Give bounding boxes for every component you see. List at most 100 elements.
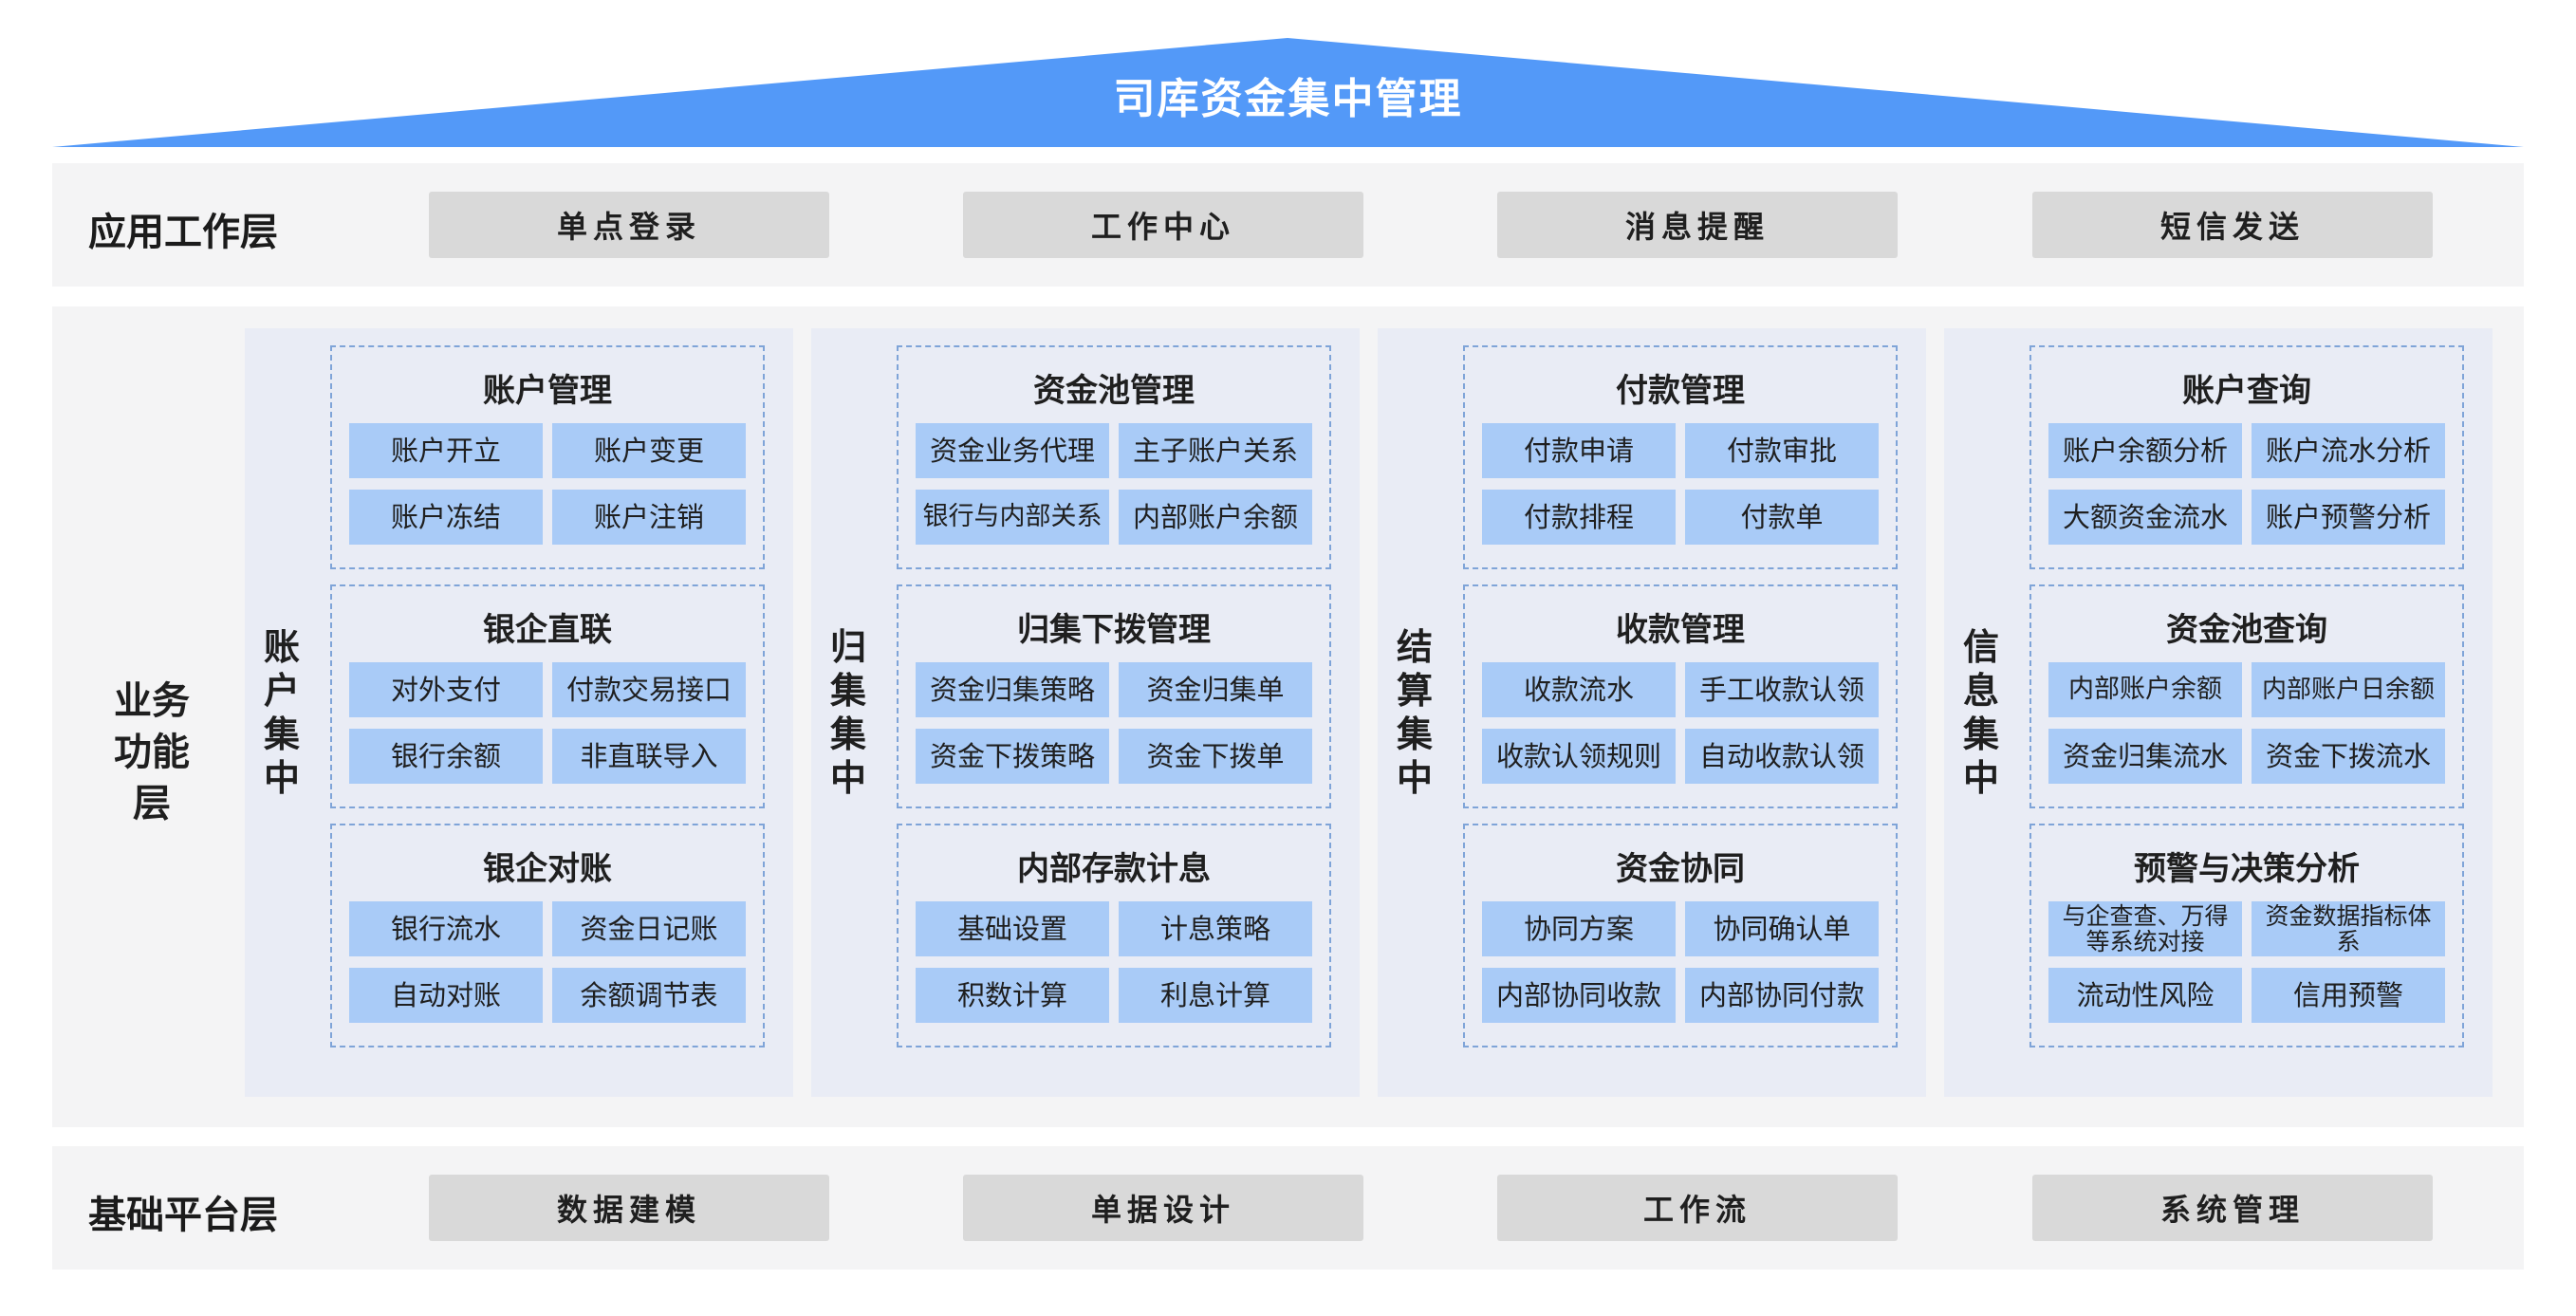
item-accumulation-calc[interactable]: 积数计算 — [916, 968, 1109, 1023]
group-title: 收款管理 — [1616, 611, 1745, 649]
group-account-query: 账户查询 账户余额分析 账户流水分析 大额资金流水 账户预警分析 — [2029, 345, 2464, 569]
group-collection-allocation: 归集下拨管理 资金归集策略 资金归集单 资金下拨策略 资金下拨单 — [897, 584, 1331, 808]
group-title: 内部存款计息 — [1017, 850, 1211, 888]
group-cash-pool: 资金池管理 资金业务代理 主子账户关系 银行与内部关系 内部账户余额 — [897, 345, 1331, 569]
item-coordination-plan[interactable]: 协同方案 — [1482, 901, 1676, 956]
column-label-text: 账户集中 — [264, 626, 301, 799]
column-label: 账户集中 — [258, 328, 306, 1097]
item-payment-schedule[interactable]: 付款排程 — [1482, 490, 1676, 545]
item-receipt-claim-rules[interactable]: 收款认领规则 — [1482, 729, 1676, 784]
base-button-system-admin[interactable]: 系统管理 — [2032, 1175, 2433, 1241]
item-credit-warning[interactable]: 信用预警 — [2252, 968, 2445, 1023]
item-basic-settings[interactable]: 基础设置 — [916, 901, 1109, 956]
item-master-sub-account[interactable]: 主子账户关系 — [1119, 423, 1312, 478]
item-fund-indicator-system[interactable]: 资金数据指标体系 — [2252, 901, 2445, 956]
group-internal-deposit-interest: 内部存款计息 基础设置 计息策略 积数计算 利息计算 — [897, 824, 1331, 1047]
item-internal-coord-payment[interactable]: 内部协同付款 — [1685, 968, 1879, 1023]
group-title: 预警与决策分析 — [2134, 850, 2360, 888]
column-label-text: 结算集中 — [1397, 626, 1434, 799]
item-allocation-flow[interactable]: 资金下拨流水 — [2252, 729, 2445, 784]
item-account-close[interactable]: 账户注销 — [552, 490, 746, 545]
item-account-open[interactable]: 账户开立 — [349, 423, 543, 478]
group-title: 资金池查询 — [2166, 611, 2327, 649]
item-allocation-order[interactable]: 资金下拨单 — [1119, 729, 1312, 784]
item-payment-request[interactable]: 付款申请 — [1482, 423, 1676, 478]
item-receipt-flow[interactable]: 收款流水 — [1482, 662, 1676, 717]
app-button-sms[interactable]: 短信发送 — [2032, 192, 2433, 258]
group-cash-pool-query: 资金池查询 内部账户余额 内部账户日余额 资金归集流水 资金下拨流水 — [2029, 584, 2464, 808]
biz-layer-label-text: 业务功能层 — [114, 679, 190, 825]
app-button-message-alert[interactable]: 消息提醒 — [1497, 192, 1898, 258]
base-layer: 基础平台层 数据建模 单据设计 工作流 系统管理 — [52, 1146, 2524, 1270]
item-non-direct-import[interactable]: 非直联导入 — [552, 729, 746, 784]
roof-shape — [52, 38, 2524, 147]
app-button-sso[interactable]: 单点登录 — [429, 192, 829, 258]
item-bank-balance[interactable]: 银行余额 — [349, 729, 543, 784]
column-information: 信息集中 账户查询 账户余额分析 账户流水分析 大额资金流水 账户预警分析 资金… — [1944, 328, 2493, 1097]
item-payment-order[interactable]: 付款单 — [1685, 490, 1879, 545]
item-interest-strategy[interactable]: 计息策略 — [1119, 901, 1312, 956]
group-payment-management: 付款管理 付款申请 付款审批 付款排程 付款单 — [1463, 345, 1898, 569]
item-bank-statement[interactable]: 银行流水 — [349, 901, 543, 956]
group-title: 归集下拨管理 — [1017, 611, 1211, 649]
item-internal-coord-receipt[interactable]: 内部协同收款 — [1482, 968, 1676, 1023]
item-bank-internal-relation[interactable]: 银行与内部关系 — [916, 490, 1109, 545]
group-fund-coordination: 资金协同 协同方案 协同确认单 内部协同收款 内部协同付款 — [1463, 824, 1898, 1047]
item-auto-receipt-claim[interactable]: 自动收款认领 — [1685, 729, 1879, 784]
base-layer-label: 基础平台层 — [88, 1194, 278, 1237]
group-title: 银企对账 — [483, 850, 612, 888]
item-account-warning-analysis[interactable]: 账户预警分析 — [2252, 490, 2445, 545]
biz-layer-label: 业务功能层 — [85, 676, 218, 829]
group-bank-reconciliation: 银企对账 银行流水 资金日记账 自动对账 余额调节表 — [330, 824, 765, 1047]
item-coordination-confirm[interactable]: 协同确认单 — [1685, 901, 1879, 956]
item-fund-agency[interactable]: 资金业务代理 — [916, 423, 1109, 478]
app-layer-label: 应用工作层 — [88, 211, 278, 254]
item-account-balance-analysis[interactable]: 账户余额分析 — [2048, 423, 2242, 478]
column-account: 账户集中 账户管理 账户开立 账户变更 账户冻结 账户注销 银企直联 对外支付 … — [245, 328, 793, 1097]
item-collection-flow[interactable]: 资金归集流水 — [2048, 729, 2242, 784]
item-payment-approval[interactable]: 付款审批 — [1685, 423, 1879, 478]
item-payment-interface[interactable]: 付款交易接口 — [552, 662, 746, 717]
item-collection-strategy[interactable]: 资金归集策略 — [916, 662, 1109, 717]
column-label: 结算集中 — [1391, 328, 1438, 1097]
item-internal-daily-balance[interactable]: 内部账户日余额 — [2252, 662, 2445, 717]
item-account-change[interactable]: 账户变更 — [552, 423, 746, 478]
group-title: 资金池管理 — [1033, 372, 1195, 410]
item-external-system-integration[interactable]: 与企查查、万得等系统对接 — [2048, 901, 2242, 956]
item-internal-account-balance[interactable]: 内部账户余额 — [1119, 490, 1312, 545]
item-large-fund-flow[interactable]: 大额资金流水 — [2048, 490, 2242, 545]
group-title: 银企直联 — [483, 611, 612, 649]
group-title: 账户查询 — [2182, 372, 2311, 410]
roof-banner: 司库资金集中管理 — [52, 38, 2524, 147]
group-title: 付款管理 — [1616, 372, 1745, 410]
column-label-text: 归集集中 — [830, 626, 867, 799]
item-cash-journal[interactable]: 资金日记账 — [552, 901, 746, 956]
roof-title: 司库资金集中管理 — [1113, 75, 1463, 123]
item-manual-receipt-claim[interactable]: 手工收款认领 — [1685, 662, 1879, 717]
base-button-form-design[interactable]: 单据设计 — [963, 1175, 1363, 1241]
group-account-management: 账户管理 账户开立 账户变更 账户冻结 账户注销 — [330, 345, 765, 569]
item-interest-calc[interactable]: 利息计算 — [1119, 968, 1312, 1023]
group-title: 资金协同 — [1616, 850, 1745, 888]
column-collection: 归集集中 资金池管理 资金业务代理 主子账户关系 银行与内部关系 内部账户余额 … — [811, 328, 1360, 1097]
item-account-flow-analysis[interactable]: 账户流水分析 — [2252, 423, 2445, 478]
app-button-work-center[interactable]: 工作中心 — [963, 192, 1363, 258]
app-layer: 应用工作层 单点登录 工作中心 消息提醒 短信发送 — [52, 163, 2524, 287]
base-button-data-modeling[interactable]: 数据建模 — [429, 1175, 829, 1241]
item-liquidity-risk[interactable]: 流动性风险 — [2048, 968, 2242, 1023]
item-allocation-strategy[interactable]: 资金下拨策略 — [916, 729, 1109, 784]
column-label: 归集集中 — [825, 328, 872, 1097]
base-button-workflow[interactable]: 工作流 — [1497, 1175, 1898, 1241]
item-external-payment[interactable]: 对外支付 — [349, 662, 543, 717]
column-settlement: 结算集中 付款管理 付款申请 付款审批 付款排程 付款单 收款管理 收款流水 手… — [1378, 328, 1926, 1097]
group-receipt-management: 收款管理 收款流水 手工收款认领 收款认领规则 自动收款认领 — [1463, 584, 1898, 808]
item-account-freeze[interactable]: 账户冻结 — [349, 490, 543, 545]
item-balance-adjustment[interactable]: 余额调节表 — [552, 968, 746, 1023]
item-internal-balance[interactable]: 内部账户余额 — [2048, 662, 2242, 717]
group-title: 账户管理 — [483, 372, 612, 410]
item-auto-reconcile[interactable]: 自动对账 — [349, 968, 543, 1023]
item-collection-order[interactable]: 资金归集单 — [1119, 662, 1312, 717]
group-bank-direct: 银企直联 对外支付 付款交易接口 银行余额 非直联导入 — [330, 584, 765, 808]
column-label: 信息集中 — [1957, 328, 2005, 1097]
column-label-text: 信息集中 — [1963, 626, 2000, 799]
